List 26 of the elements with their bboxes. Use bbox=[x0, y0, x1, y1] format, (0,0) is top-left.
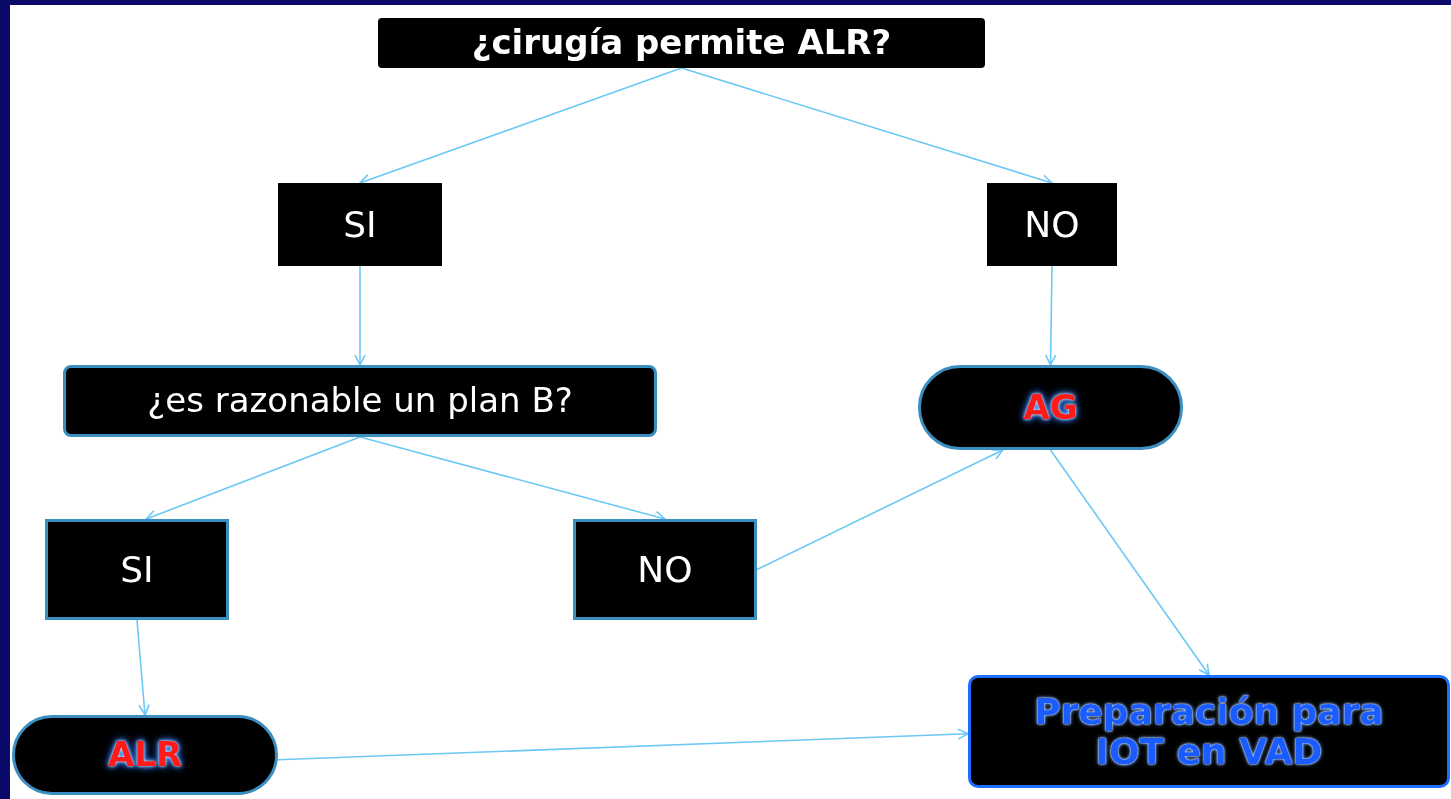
question-box bbox=[63, 365, 657, 437]
arrow bbox=[359, 67, 683, 186]
arrow bbox=[1044, 265, 1057, 366]
node-label: NO bbox=[1024, 204, 1080, 245]
result-box bbox=[968, 675, 1450, 788]
answer-box bbox=[45, 519, 229, 620]
answer-box bbox=[278, 183, 442, 266]
arrow bbox=[136, 619, 150, 716]
question-box bbox=[378, 18, 985, 68]
arrow bbox=[277, 728, 969, 761]
arrow bbox=[756, 449, 1004, 571]
answer-box bbox=[987, 183, 1117, 266]
node-label: Preparación para IOT en VAD bbox=[1033, 691, 1385, 772]
node-label: NO bbox=[637, 549, 693, 590]
arrow bbox=[354, 265, 366, 366]
arrow bbox=[680, 67, 1053, 186]
node-label: AG bbox=[1023, 388, 1078, 427]
arrow bbox=[1049, 449, 1210, 676]
outcome-pill bbox=[12, 715, 278, 795]
answer-box bbox=[573, 519, 757, 620]
node-label: SI bbox=[343, 204, 377, 245]
node-label: ¿cirugía permite ALR? bbox=[471, 24, 892, 62]
node-label: ¿es razonable un plan B? bbox=[147, 382, 573, 420]
node-label: SI bbox=[120, 549, 154, 590]
arrow bbox=[145, 436, 361, 521]
node-label: ALR bbox=[107, 736, 183, 774]
